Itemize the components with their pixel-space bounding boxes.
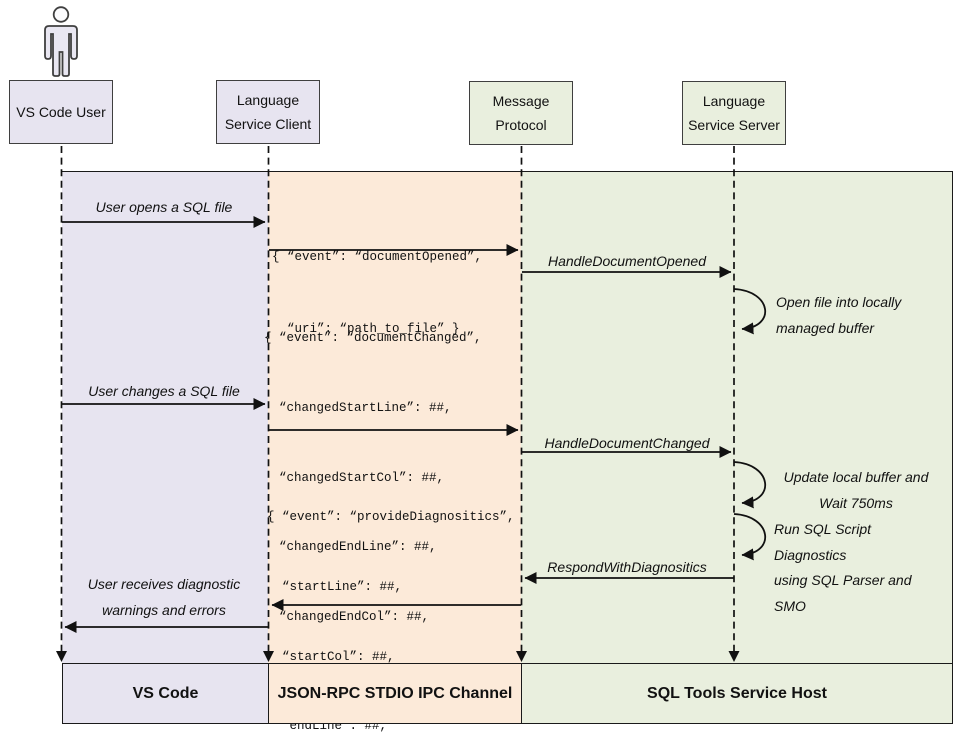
json-line: { “event”: “provideDiagnositics”,	[267, 510, 515, 525]
actor-label: Protocol	[495, 116, 547, 133]
loop-label-run-diagnostics: Run SQL Script Diagnostics using SQL Par…	[774, 517, 946, 619]
lifeline-bands	[62, 171, 953, 663]
json-line: “changedEndCol”: ##,	[279, 609, 430, 624]
lane-label: VS Code	[132, 684, 199, 702]
json-line: { “event”: “documentChanged”,	[264, 331, 482, 346]
message-label-respond-with-diagnostics: RespondWithDiagnositics	[547, 559, 707, 575]
loop-label-line: using SQL Parser and SMO	[774, 572, 912, 614]
loop-label-line: Open file into locally	[776, 294, 902, 310]
actor-label: Message	[492, 93, 550, 110]
json-payload-document-changed: { “event”: “documentChanged”, “changedSt…	[264, 281, 504, 732]
person-icon	[44, 6, 78, 77]
lane-box-sql-tools-service-host: SQL Tools Service Host	[521, 663, 953, 724]
actor-box-vscode-user: VS Code User	[9, 80, 113, 144]
lane-label: SQL Tools Service Host	[647, 684, 827, 702]
message-label-user-changes-file: User changes a SQL file	[88, 383, 240, 399]
message-label-handle-document-changed: HandleDocumentChanged	[544, 435, 710, 451]
json-line: “changedStartLine”: ##,	[279, 401, 452, 416]
actor-label: Service Server	[688, 116, 780, 133]
actor-label: VS Code User	[16, 104, 106, 120]
loop-label-update-buffer: Update local buffer and Wait 750ms	[774, 464, 938, 516]
json-line: “startLine”: ##,	[282, 580, 403, 595]
lane-band-service-host	[521, 172, 952, 663]
loop-label-line: Update local buffer and	[783, 469, 929, 485]
json-payload-provide-diagnostics: { “event”: “provideDiagnositics”, “start…	[267, 460, 515, 732]
loop-label-line: managed buffer	[776, 320, 875, 336]
json-line: “uri”: “path_to_file” }	[287, 322, 460, 336]
loop-label-open-buffer: Open file into locally managed buffer	[776, 289, 946, 341]
message-label-handle-document-opened: HandleDocumentOpened	[548, 253, 706, 269]
message-label-user-opens-file: User opens a SQL file	[95, 199, 233, 215]
message-label-user-receives-diagnostics: User receives diagnostic warnings and er…	[62, 571, 266, 623]
json-line: “changedEndLine”: ##,	[279, 540, 437, 555]
loop-label-line: Wait 750ms	[819, 495, 893, 511]
json-line: “startCol”: ##,	[282, 649, 395, 664]
lane-box-vscode: VS Code	[62, 663, 269, 724]
actor-box-message-protocol: Message Protocol	[469, 81, 573, 145]
person-head	[52, 6, 70, 23]
actor-box-language-service-server: Language Service Server	[682, 81, 786, 145]
lane-band-ipc-channel	[268, 172, 521, 663]
json-line: { “event”: “documentOpened”,	[272, 250, 483, 264]
actor-label: Language	[236, 92, 300, 109]
message-label-line: User receives diagnostic	[87, 576, 241, 592]
actor-label: Language	[702, 93, 766, 110]
person-body	[44, 25, 78, 77]
actor-box-language-service-client: Language Service Client	[216, 80, 320, 144]
lane-box-json-rpc-channel: JSON-RPC STDIO IPC Channel	[268, 663, 522, 724]
json-payload-document-opened: { “event”: “documentOpened”, “uri”: “pat…	[272, 197, 482, 389]
actor-label: Service Client	[224, 115, 312, 132]
loop-label-line: Run SQL Script Diagnostics	[774, 521, 872, 563]
lane-label: JSON-RPC STDIO IPC Channel	[277, 684, 513, 702]
message-label-line: warnings and errors	[102, 602, 226, 618]
lane-band-vscode	[62, 172, 268, 663]
json-line: “changedStartCol”: ##,	[279, 470, 445, 485]
